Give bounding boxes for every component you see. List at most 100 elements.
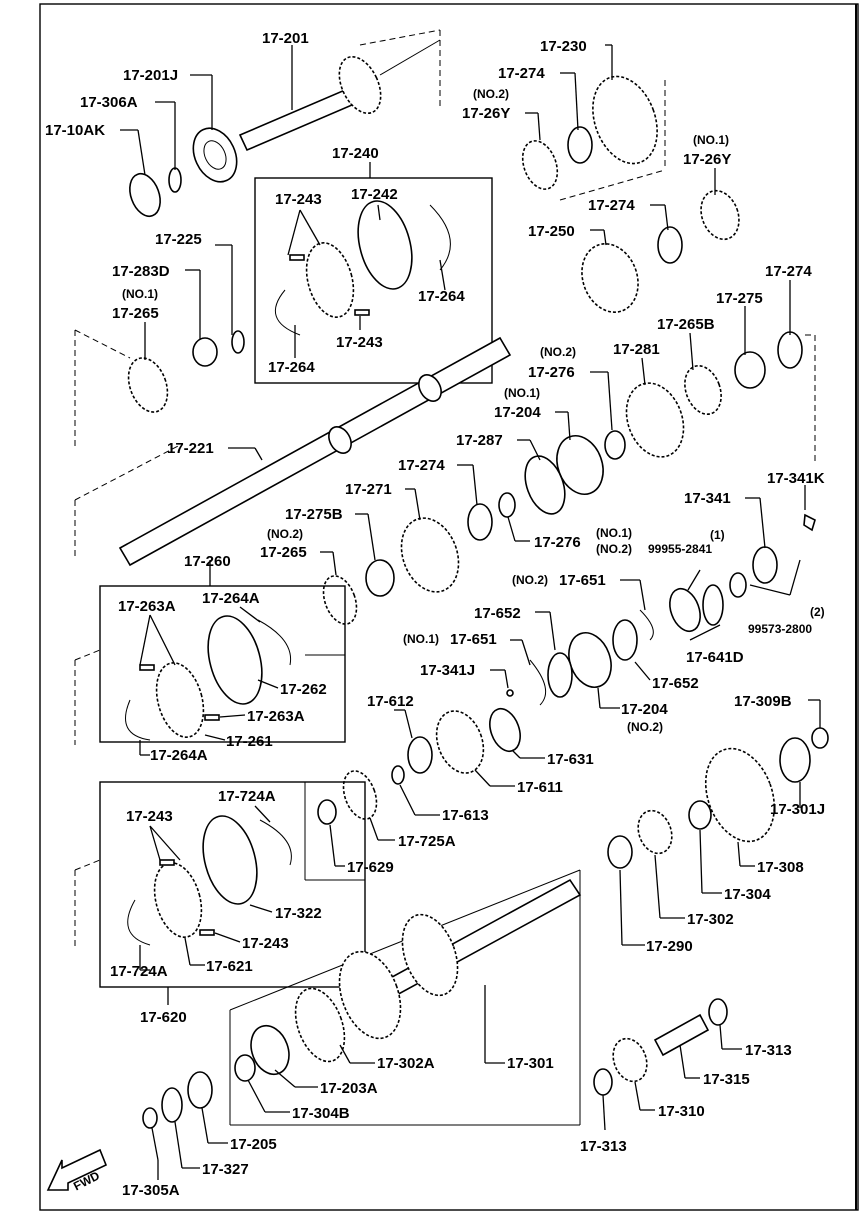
- sync-ring-265b: [684, 364, 722, 416]
- label-17-302: 17-302: [687, 911, 734, 928]
- bearing-205: [187, 1071, 213, 1109]
- label-17-652-b: 17-652: [652, 675, 699, 692]
- label-17-262: 17-262: [280, 681, 327, 698]
- key-243-c: [159, 859, 175, 866]
- sleeve-304: [688, 800, 712, 830]
- sync-ring-725a: [342, 770, 378, 820]
- label-17-26y-b: 17-26Y: [683, 151, 731, 168]
- fwd-arrow: [46, 1148, 108, 1191]
- label-17-243-a: 17-243: [275, 191, 322, 208]
- sleeve-275: [734, 351, 766, 389]
- thrust-washer-276-no2: [604, 430, 626, 460]
- ring-629: [317, 799, 337, 825]
- label-17-283d: 17-283D: [112, 263, 170, 280]
- needle-bearing-274-c: [777, 331, 803, 369]
- label-no1-c: (NO.1): [504, 386, 540, 400]
- label-17-243-c: 17-243: [126, 808, 173, 825]
- label-99573-2800: 99573-2800: [748, 622, 812, 636]
- label-17-306a: 17-306A: [80, 94, 138, 111]
- sync-ring-26y-no1: [700, 189, 740, 241]
- snap-ring-305a: [142, 1107, 158, 1129]
- label-17-221: 17-221: [167, 440, 214, 457]
- hub-621: [153, 862, 203, 938]
- needle-bearing-283d: [192, 337, 218, 367]
- label-17-264-b: 17-264: [268, 359, 315, 376]
- label-17-281: 17-281: [613, 341, 660, 358]
- label-17-305a: 17-305A: [122, 1182, 180, 1199]
- gear-271: [400, 517, 460, 593]
- gear-308: [704, 747, 776, 843]
- countershaft-301: [229, 869, 582, 1126]
- label-no1-e: (NO.1): [403, 632, 439, 646]
- label-17-641d: 17-641D: [686, 649, 744, 666]
- needle-bearing-612: [407, 736, 433, 774]
- label-17-302a: 17-302A: [377, 1055, 435, 1072]
- shaft-315: [653, 1013, 710, 1057]
- label-17-265-a: 17-265: [112, 305, 159, 322]
- label-17-613: 17-613: [442, 807, 489, 824]
- spring-ring-17-264-b: [275, 289, 301, 336]
- label-17-264a-a: 17-264A: [202, 590, 260, 607]
- label-99955-2841: 99955-2841: [648, 542, 712, 556]
- needle-bearing-274-a: [567, 126, 593, 164]
- box-17-260: [99, 585, 346, 743]
- input-shaft-bearing: [192, 127, 238, 183]
- sleeve-322: [202, 815, 258, 905]
- key-263a-top: [139, 664, 155, 671]
- label-17-322: 17-322: [275, 905, 322, 922]
- label-17-304: 17-304: [724, 886, 771, 903]
- label-17-309b: 17-309B: [734, 693, 792, 710]
- ball-341j: [506, 689, 514, 697]
- leader-lines: [120, 44, 821, 1180]
- nut-309b: [811, 727, 829, 749]
- label-17-274-a: 17-274: [498, 65, 545, 82]
- gear-310: [612, 1037, 648, 1083]
- label-17-264-a: 17-264: [418, 288, 465, 305]
- label-17-313-a: 17-313: [745, 1042, 792, 1059]
- snap-ring-641d: [702, 584, 724, 626]
- label-17-315: 17-315: [703, 1071, 750, 1088]
- label-17-276-a: 17-276: [528, 364, 575, 381]
- label-no1-a: (NO.1): [122, 287, 158, 301]
- label-17-724a-a: 17-724A: [218, 788, 276, 805]
- box-17-240: [254, 177, 493, 384]
- washer-313-top: [708, 998, 728, 1026]
- sync-ring-265-no1: [127, 357, 169, 413]
- label-17-240: 17-240: [332, 145, 379, 162]
- spring-651-no1: [529, 659, 547, 706]
- spring-724a-top: [259, 819, 292, 866]
- box-17-620: [99, 781, 366, 988]
- label-17-201j: 17-201J: [123, 67, 178, 84]
- washer-613: [391, 765, 405, 785]
- label-17-275: 17-275: [716, 290, 763, 307]
- sync-ring-265-no2: [322, 575, 358, 625]
- label-17-275b: 17-275B: [285, 506, 343, 523]
- label-17-276-b: 17-276: [534, 534, 581, 551]
- label-17-225: 17-225: [155, 231, 202, 248]
- label-17-724a-b: 17-724A: [110, 963, 168, 980]
- sleeve-17-242: [357, 200, 413, 290]
- label-17-26y-a: 17-26Y: [462, 105, 510, 122]
- label-17-10ak: 17-10AK: [45, 122, 105, 139]
- gear-302: [637, 809, 673, 855]
- label-17-265-b: 17-265: [260, 544, 307, 561]
- bearing-301j: [779, 737, 811, 783]
- needle-bearing-274-b: [657, 226, 683, 264]
- spring-264a-bottom: [125, 699, 151, 741]
- label-no2-f: (NO.2): [627, 720, 663, 734]
- label-17-341: 17-341: [684, 490, 731, 507]
- gear-230: [592, 75, 658, 165]
- label-no2-c: (NO.2): [267, 527, 303, 541]
- label-sub-1: (1): [710, 528, 725, 542]
- sync-ring-26y-no2: [521, 140, 559, 190]
- diagram-border: [39, 3, 859, 1211]
- label-17-629: 17-629: [347, 859, 394, 876]
- label-17-261: 17-261: [226, 733, 273, 750]
- label-17-271: 17-271: [345, 481, 392, 498]
- label-no1-b: (NO.1): [693, 133, 729, 147]
- sleeve-275b: [365, 559, 395, 597]
- label-17-308: 17-308: [757, 859, 804, 876]
- washer-313-bottom: [593, 1068, 613, 1096]
- gear-611: [435, 710, 485, 774]
- label-17-274-d: 17-274: [398, 457, 445, 474]
